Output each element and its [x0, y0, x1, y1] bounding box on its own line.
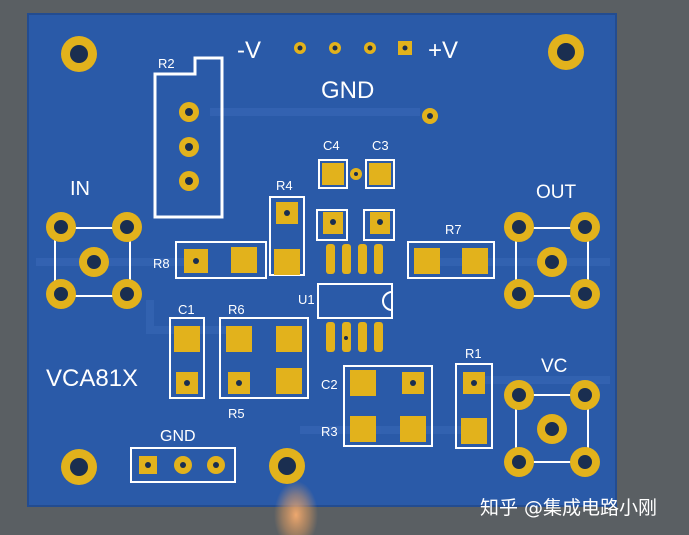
r6-label: R6: [228, 302, 245, 317]
c4-label: C4: [323, 138, 340, 153]
r1-pads: [455, 363, 493, 449]
r4-pads: [269, 196, 305, 276]
c1-pads: [169, 317, 205, 399]
c3-label: C3: [372, 138, 389, 153]
c1-label: C1: [178, 302, 195, 317]
r7-label: R7: [445, 222, 462, 237]
r6-r5-pads: [219, 317, 309, 399]
r8-pads: [175, 241, 267, 279]
watermark-text: 知乎 @集成电路小刚: [480, 497, 657, 519]
mounting-holes: [61, 34, 584, 485]
in-connector: [46, 212, 142, 309]
c2-label: C2: [321, 377, 338, 392]
c4-c3-pads: [316, 159, 395, 241]
r3-label: R3: [321, 424, 338, 439]
r2-label: R2: [158, 56, 175, 71]
u1-chip: [317, 244, 393, 352]
u1-label: U1: [298, 292, 315, 307]
vc-connector: [504, 380, 600, 477]
gnd-via: [422, 108, 438, 124]
out-connector: [504, 212, 600, 309]
r7-pads: [407, 241, 495, 279]
board-name-label: VCA81X: [46, 365, 138, 392]
power-header: [294, 41, 412, 55]
gnd-header: [130, 447, 236, 483]
out-label: OUT: [536, 182, 577, 203]
light-glow: [274, 481, 318, 535]
inner-traces: [36, 108, 610, 434]
gnd-bottom-label: GND: [160, 428, 196, 445]
gnd-top-label: GND: [321, 77, 374, 104]
vc-label: VC: [541, 356, 567, 377]
r2-pins: [179, 102, 199, 191]
in-label: IN: [70, 178, 90, 200]
r1-label: R1: [465, 346, 482, 361]
r8-label: R8: [153, 256, 170, 271]
minus-v-label: -V: [237, 37, 261, 64]
r4-label: R4: [276, 178, 293, 193]
c2-r3-pads: [343, 365, 433, 447]
plus-v-label: +V: [428, 37, 458, 64]
r5-label: R5: [228, 406, 245, 421]
r2-outline: [153, 56, 224, 219]
